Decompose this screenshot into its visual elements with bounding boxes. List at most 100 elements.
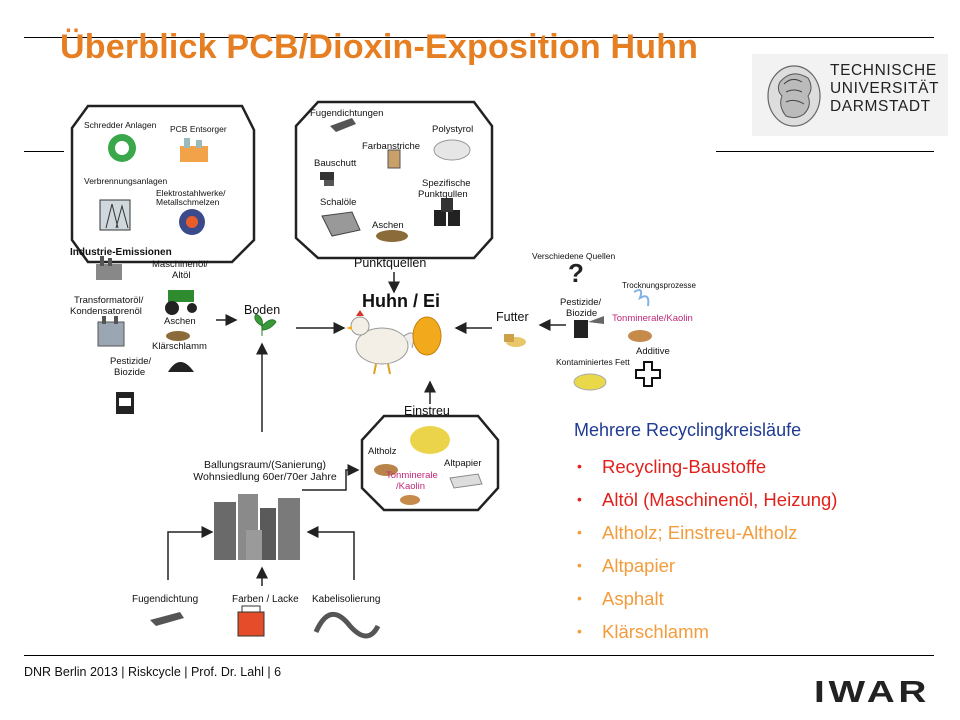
sludge-icon <box>168 362 194 372</box>
recycling-icon <box>108 134 136 162</box>
cable-icon <box>313 612 381 639</box>
label-farben-lacke: Farben / Lacke <box>232 594 299 605</box>
bullet-item: •Asphalt <box>577 588 664 609</box>
question-mark-icon: ? <box>568 258 584 288</box>
header-rule-left <box>24 151 64 152</box>
slide-title: Überblick PCB/Dioxin-Exposition Huhn <box>60 28 699 66</box>
label-fugendichtung-bottom: Fugendichtung <box>132 594 199 605</box>
label-tonminerale-futter: Tonminerale/Kaolin <box>612 313 693 324</box>
bullet-text: Recycling-Baustoffe <box>602 456 767 477</box>
paper-stack-icon <box>449 473 483 489</box>
logo-line-1: TECHNISCHE <box>830 62 937 79</box>
label-punktquellen: Punktquellen <box>354 256 427 270</box>
label-polystyrol: Polystyrol <box>432 124 474 135</box>
kaolin-pile-icon <box>628 330 652 342</box>
arrow-ballung-einstreu <box>302 464 360 491</box>
label-fugendichtungen: Fugendichtungen <box>310 108 384 119</box>
label-aschen-point: Aschen <box>372 220 404 231</box>
label-pestizide-left: Pestizide/ <box>110 356 152 367</box>
specific-sources-barrels-icon <box>434 198 460 226</box>
straw-pile-icon <box>410 426 450 454</box>
additive-cross-icon <box>635 361 661 387</box>
city-buildings-icon <box>214 494 300 560</box>
label-verschiedene-quellen: Verschiedene Quellen <box>532 251 616 261</box>
slide-footer: DNR Berlin 2013 | Riskcycle | Prof. Dr. … <box>24 665 282 679</box>
chicken-icon <box>346 310 415 375</box>
label-futter: Futter <box>496 310 529 324</box>
label-einstreu: Einstreu <box>404 404 450 418</box>
logo-line-2: UNIVERSITÄT <box>830 80 940 97</box>
sprayer-icon <box>588 316 604 324</box>
label-schaloele: Schalöle <box>320 197 357 208</box>
label-kondensatorenoel: Kondensatorenöl <box>70 306 142 317</box>
smelter-icon <box>179 209 205 235</box>
footer-rule <box>24 655 934 656</box>
top-rule <box>24 37 934 38</box>
paint-bucket-icon <box>237 605 265 637</box>
ash-pile-icon <box>376 230 408 242</box>
label-ballungsraum: Ballungsraum/(Sanierung) <box>204 459 326 471</box>
pesticide-barrel-2-icon <box>574 320 588 338</box>
bullet-text: Klärschlamm <box>602 621 709 642</box>
arrow-fugen-ballung <box>167 526 214 580</box>
tractor-icon <box>165 290 197 315</box>
label-kaolin-einstreu: /Kaolin <box>396 481 426 492</box>
caulking-gun-2-icon <box>150 612 184 626</box>
label-verbrennung: Verbrennungsanlagen <box>84 176 168 186</box>
caulking-gun-icon <box>330 118 356 132</box>
label-spezifische: Spezifische <box>422 178 471 189</box>
label-metallschmelzen: Metallschmelzen <box>156 197 220 207</box>
label-altholz: Altholz <box>368 446 397 457</box>
label-biozide-left: Biozide <box>114 367 146 378</box>
rubble-icon <box>320 172 334 186</box>
label-industrie-emissionen: Industrie-Emissionen <box>70 247 172 258</box>
einstreu-octagon <box>360 414 500 512</box>
industry-octagon <box>70 104 256 264</box>
bullet-item: •Klärschlamm <box>577 621 709 642</box>
ash-icon <box>166 331 190 341</box>
iwar-logo: IWAR <box>814 674 931 709</box>
label-pestizide-futter: Pestizide/ <box>560 297 602 308</box>
bullet-item: •Altholz; Einstreu-Altholz <box>577 522 798 543</box>
label-bauschutt: Bauschutt <box>314 158 357 169</box>
label-transformatoroel: Transformatoröl/ <box>74 295 144 306</box>
label-pcb-entsorger: PCB Entsorger <box>170 124 227 134</box>
label-altoel: Altöl <box>172 270 191 281</box>
factory-icon <box>180 138 208 162</box>
fat-icon <box>573 373 607 391</box>
bullet-item: •Altöl (Maschinenöl, Heizung) <box>577 489 838 510</box>
incinerator-icon <box>99 199 131 231</box>
tu-darmstadt-logo: TECHNISCHE UNIVERSITÄT DARMSTADT <box>752 54 948 136</box>
kaolin-pile-2-icon <box>400 495 420 505</box>
label-altpapier: Altpapier <box>444 458 482 469</box>
label-kontaminiertes-fett: Kontaminiertes Fett <box>556 357 630 367</box>
wood-pile-icon <box>374 464 398 476</box>
pesticide-barrel-icon <box>116 392 134 414</box>
bullet-text: Asphalt <box>602 588 664 609</box>
label-additive: Additive <box>636 346 670 357</box>
label-kabelisolierung: Kabelisolierung <box>312 594 381 605</box>
bullet-text: Altholz; Einstreu-Altholz <box>602 522 798 543</box>
header-rule-right <box>716 151 934 152</box>
label-tonminerale-einstreu: Tonminerale <box>386 470 438 481</box>
label-elektrostahl: Elektrostahlwerke/ <box>156 188 226 198</box>
label-maschinenoel: Maschinenöl/ <box>152 259 208 270</box>
label-farbanstriche: Farbanstriche <box>362 141 421 152</box>
label-aschen-left: Aschen <box>164 316 196 327</box>
label-wohnsiedlung: Wohnsiedlung 60er/70er Jahre <box>193 471 337 483</box>
label-biozide-futter: Biozide <box>566 308 598 319</box>
arrow-kabel-ballung <box>306 526 355 580</box>
drying-icon <box>633 289 650 307</box>
industrial-emissions-icon <box>96 256 122 280</box>
athena-head-icon <box>767 65 821 127</box>
bullet-item: •Recycling-Baustoffe <box>577 456 767 477</box>
logo-line-3: DARMSTADT <box>830 98 931 115</box>
bullets-heading: Mehrere Recyclingkreisläufe <box>574 420 802 440</box>
sprout-icon <box>254 313 277 336</box>
label-huhn-ei: Huhn / Ei <box>362 291 440 311</box>
bullet-item: •Altpapier <box>577 555 676 576</box>
label-klaerschlamm: Klärschlamm <box>152 341 207 352</box>
concrete-block-icon <box>321 211 361 237</box>
point-sources-octagon <box>294 100 494 260</box>
